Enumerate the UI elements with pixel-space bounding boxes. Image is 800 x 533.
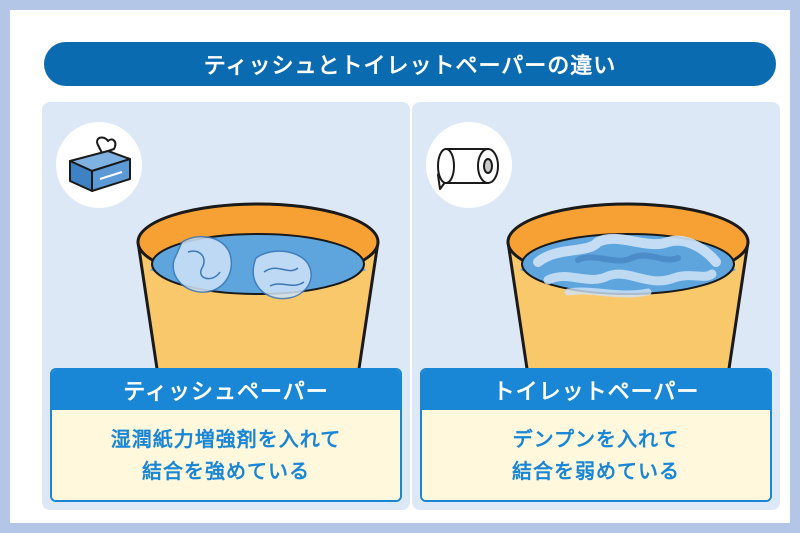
toilet-paper-heading: トイレットペーパー xyxy=(422,370,770,410)
toilet-paper-description-line1: デンプンを入れて xyxy=(512,427,680,451)
tissue-description: 湿潤紙力増強剤を入れて 結合を強めている xyxy=(52,410,400,500)
tissue-icon-badge xyxy=(56,122,142,208)
tissue-label-box: ティッシュペーパー 湿潤紙力増強剤を入れて 結合を強めている xyxy=(50,368,402,502)
page-title: ティッシュとトイレットペーパーの違い xyxy=(44,42,776,86)
toilet-paper-water-cup xyxy=(506,202,750,402)
tissue-heading: ティッシュペーパー xyxy=(52,370,400,410)
tissue-box-icon xyxy=(69,136,131,192)
tissue-water-cup xyxy=(136,202,380,402)
tissue-panel: ティッシュペーパー 湿潤紙力増強剤を入れて 結合を強めている xyxy=(42,102,410,510)
toilet-paper-icon xyxy=(437,148,499,190)
toilet-paper-icon-badge xyxy=(426,122,512,208)
tissue-description-line1: 湿潤紙力増強剤を入れて xyxy=(110,427,342,451)
tissue-description-line2: 結合を強めている xyxy=(142,459,310,483)
toilet-paper-panel: トイレットペーパー デンプンを入れて 結合を弱めている xyxy=(412,102,780,510)
toilet-paper-description: デンプンを入れて 結合を弱めている xyxy=(422,410,770,500)
toilet-paper-description-line2: 結合を弱めている xyxy=(512,459,680,483)
toilet-paper-label-box: トイレットペーパー デンプンを入れて 結合を弱めている xyxy=(420,368,772,502)
